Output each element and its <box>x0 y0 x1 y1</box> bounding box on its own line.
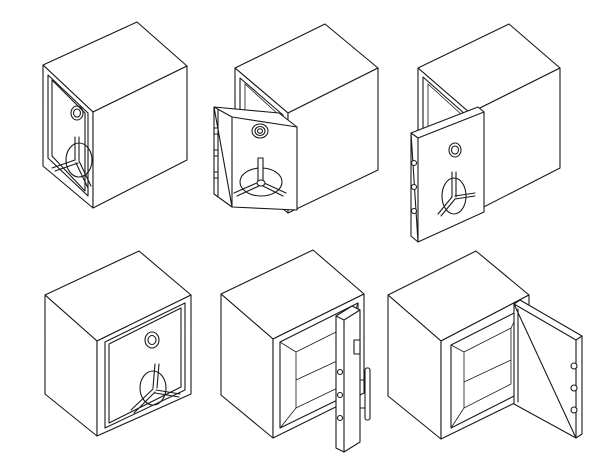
combination-dial-icon <box>251 123 269 139</box>
safe-ajar-front <box>213 23 379 214</box>
handle-wheel-icon <box>233 157 287 197</box>
safe-closed-right <box>42 21 188 209</box>
combination-dial-icon <box>144 331 160 349</box>
handle-bar-icon <box>359 367 371 421</box>
handle-wheel-icon <box>51 136 93 189</box>
safe-open-wide-right <box>387 250 583 440</box>
combination-dial-icon <box>70 105 84 121</box>
combination-dial-icon <box>448 142 462 158</box>
safe-closed-left <box>44 250 192 437</box>
safe-open-right <box>410 23 561 243</box>
handle-wheel-icon <box>130 363 181 414</box>
handle-wheel-icon <box>437 171 476 217</box>
safe-open-wide-left <box>220 249 371 453</box>
